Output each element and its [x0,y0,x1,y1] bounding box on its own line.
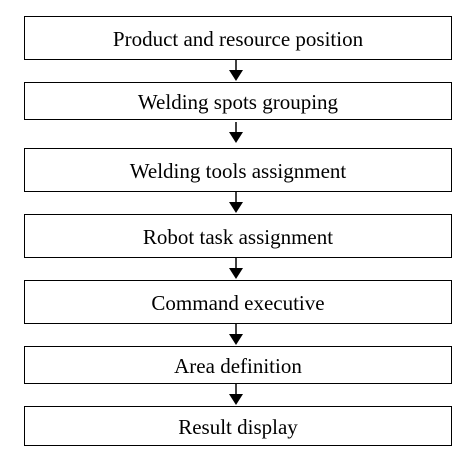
step-welding-tools-assignment: Welding tools assignment [24,148,452,192]
step-result-display: Result display [24,406,452,446]
step-label: Area definition [174,353,302,378]
step-label: Result display [178,414,298,439]
step-area-definition: Area definition [24,346,452,384]
step-command-executive: Command executive [24,280,452,324]
flow-arrow [228,60,244,82]
step-label: Command executive [151,290,325,315]
step-label: Product and resource position [112,26,364,51]
step-label: Welding tools assignment [129,158,347,183]
flow-arrow [228,192,244,214]
flow-arrow [228,324,244,346]
step-robot-task-assignment: Robot task assignment [24,214,452,258]
step-label: Welding spots grouping [137,89,339,114]
flow-arrow [228,122,244,144]
step-welding-spots-grouping: Welding spots grouping [24,82,452,120]
flow-arrow [228,258,244,280]
step-label: Robot task assignment [142,224,334,249]
flow-arrow [228,384,244,406]
step-product-and-resource-position: Product and resource position [24,16,452,60]
